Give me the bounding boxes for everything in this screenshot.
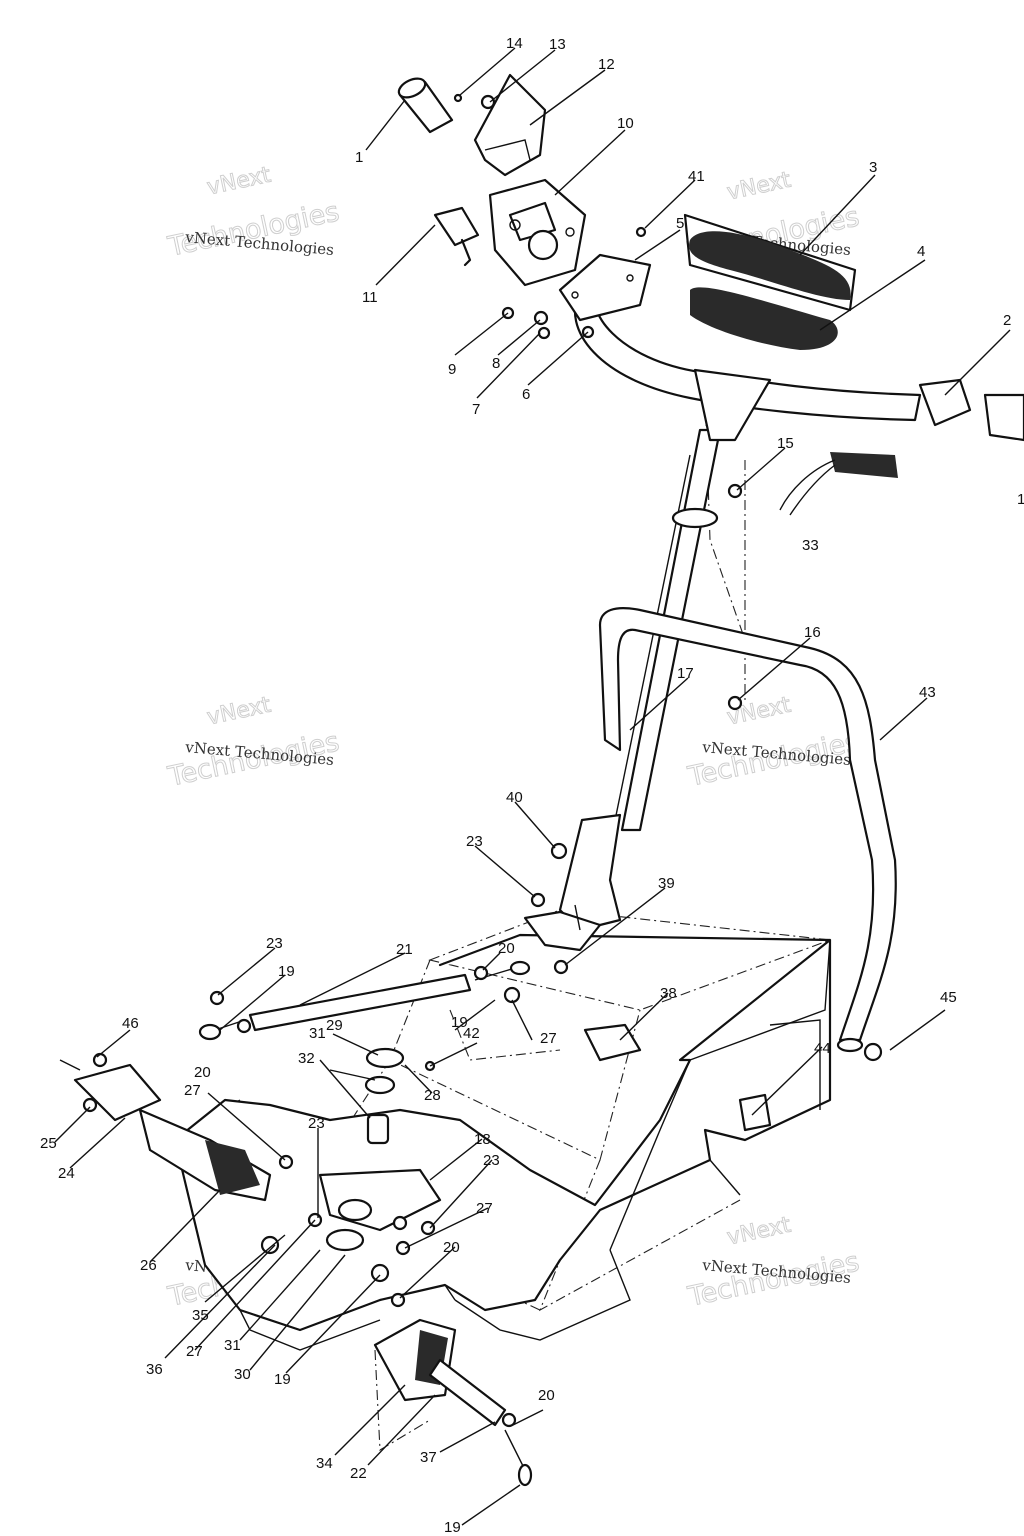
callout-7: 7 [472,401,480,418]
callout-23-b: 23 [266,935,283,952]
callout-16: 16 [804,624,821,641]
callout-4: 4 [917,243,925,260]
callout-19-d: 19 [444,1519,461,1536]
svg-text:vNext: vNext [725,168,793,206]
callout-20-c: 20 [443,1239,460,1256]
callout-6: 6 [522,386,530,403]
leader-lines [54,47,1011,1526]
callout-42: 42 [463,1025,480,1042]
callout-labels: 1 2 3 4 5 6 7 8 9 10 11 12 13 14 41 15 3… [40,35,1024,1536]
callout-28: 28 [424,1087,441,1104]
callout-15: 15 [777,435,794,452]
callout-19-b: 19 [451,1014,468,1031]
callout-46: 46 [122,1015,139,1032]
callout-8: 8 [492,355,500,372]
tie-rod [198,960,531,1041]
callout-33: 33 [802,537,819,554]
callout-27-c: 27 [476,1200,493,1217]
callout-44: 44 [814,1040,831,1057]
watermark-mid-left: vNext Technologies [164,692,342,793]
callout-18: 18 [474,1131,491,1148]
callout-21: 21 [396,941,413,958]
callout-37: 37 [420,1449,437,1466]
callout-10: 10 [617,115,634,132]
hardware-fasteners [82,93,883,1428]
callout-1: 1 [355,149,363,166]
callout-25: 25 [40,1135,57,1152]
handlebar-pad [683,213,857,350]
callout-23-c: 23 [308,1115,325,1132]
callout-36: 36 [146,1361,163,1378]
callout-26: 26 [140,1257,157,1274]
callout-11: 11 [362,289,378,306]
callout-5: 5 [676,215,684,232]
callout-3: 3 [869,159,877,176]
front-spindle [373,1318,533,1487]
callout-14: 14 [506,35,523,52]
callout-31-b: 31 [224,1337,241,1354]
mount-plate [558,253,652,322]
grip-right [918,378,1024,442]
part-11-clip [433,206,480,267]
callout-20-d: 20 [538,1387,555,1404]
callout-2: 2 [1003,312,1011,329]
throttle-housing [488,178,587,287]
callout-40: 40 [506,789,523,806]
callout-34: 34 [316,1455,333,1472]
callout-27-d: 27 [186,1343,203,1360]
steering-column [523,428,722,952]
throttle-lever [473,73,547,177]
callout-9: 9 [448,361,456,378]
callout-31-a: 31 [309,1025,326,1042]
svg-text:vNext: vNext [205,693,273,731]
callout-43: 43 [919,684,936,701]
callout-13: 13 [549,36,566,53]
callout-45: 45 [940,989,957,1006]
callout-38: 38 [660,985,677,1002]
steering-arm [318,1168,442,1252]
callout-32: 32 [298,1050,315,1067]
bushings [364,1047,405,1145]
watermark-mid-right: vNext Technologies [684,692,862,793]
callout-24: 24 [58,1165,75,1182]
callout-19-c: 19 [274,1371,291,1388]
callout-35: 35 [192,1307,209,1324]
heater-coil [779,452,898,516]
callout-edge-1: 1 [1017,491,1024,508]
handlebar [574,283,922,442]
callout-39: 39 [658,875,675,892]
callout-17: 17 [677,665,694,682]
callout-12: 12 [598,56,615,73]
callout-29: 29 [326,1017,343,1034]
callout-23-a: 23 [466,833,483,850]
callout-23-d: 23 [483,1152,500,1169]
svg-text:vNext: vNext [205,163,273,201]
callout-19-a: 19 [278,963,295,980]
callout-41: 41 [688,168,705,185]
callout-22: 22 [350,1465,367,1482]
svg-text:vNext: vNext [725,1213,793,1251]
grip-left [397,77,454,134]
callout-20-b: 20 [194,1064,211,1081]
callout-20-a: 20 [498,940,515,957]
callout-30: 30 [234,1366,251,1383]
spindle-arm [59,1059,272,1202]
callout-27-a: 27 [540,1030,557,1047]
callout-27-b: 27 [184,1082,201,1099]
roll-hoop [598,607,897,1053]
